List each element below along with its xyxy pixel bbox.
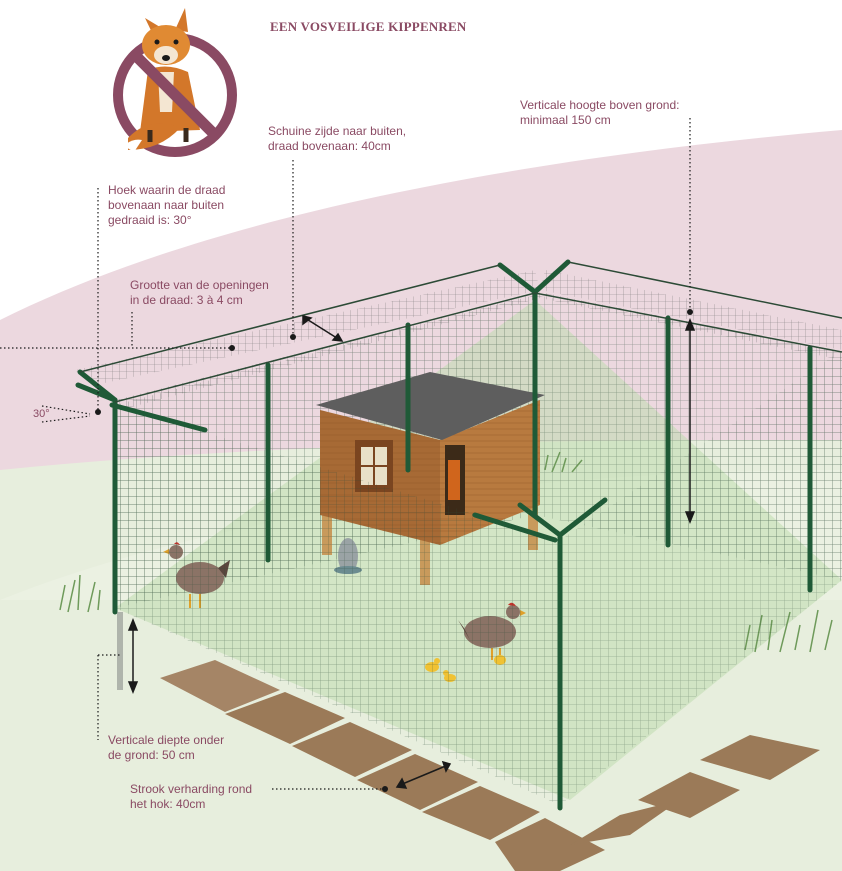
top-rails [79, 261, 842, 403]
label-vertical-height: Verticale hoogte boven grond: minimaal 1… [520, 98, 680, 127]
fox-figure [124, 8, 200, 152]
top-mesh-left [75, 270, 540, 385]
no-fox-icon [113, 8, 237, 157]
label-slanted-side: Schuine zijde naar buiten, draad bovenaa… [268, 124, 407, 153]
dimension-arrows [127, 315, 696, 789]
label-bend-angle: Hoek waarin de draad bovenaan naar buite… [108, 183, 226, 227]
fence-posts [75, 259, 813, 811]
front-wall-left [115, 405, 560, 805]
label-angle-value: 30° [33, 408, 50, 420]
label-mesh-size: Grootte van de openingen in de draad: 3 … [130, 278, 269, 307]
page-title: EEN VOSVEILIGE KIPPENREN [270, 19, 467, 34]
leader-lines [0, 118, 691, 790]
leader-dots [95, 309, 693, 792]
front-wall-right [560, 350, 842, 805]
label-paving-strip: Strook verharding rond het hok: 40cm [130, 782, 253, 811]
paving-strip [160, 660, 820, 871]
label-depth-below: Verticale diepte onder de grond: 50 cm [108, 733, 225, 762]
